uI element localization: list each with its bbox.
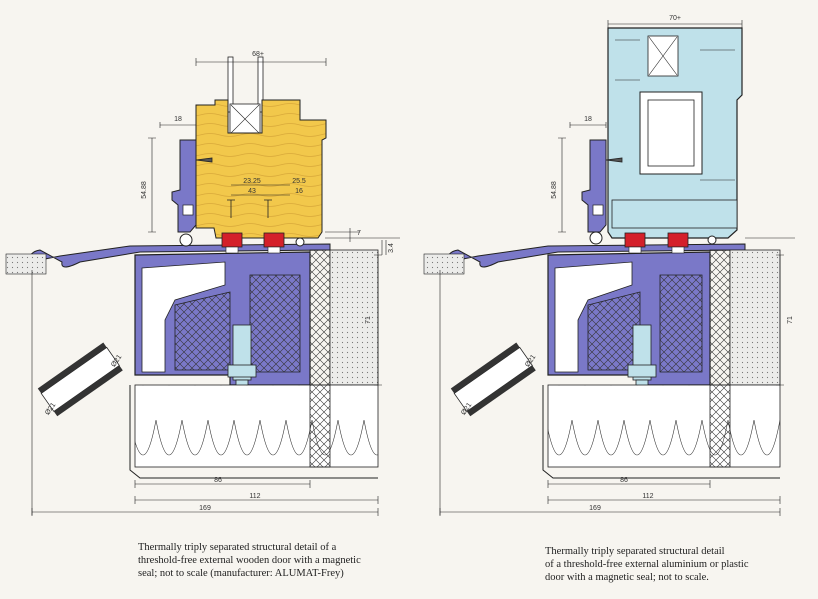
drainage-pipe xyxy=(450,342,536,417)
dim-base-86: 86 xyxy=(620,477,628,484)
insulation-layer xyxy=(547,384,781,468)
right-section-drawing: 70+ 18 54.88 71 86 112 169 Ø21 Ø21 xyxy=(423,15,795,516)
dim-threshold: 3.4 xyxy=(388,243,395,253)
caption-line: Thermally triply separated structural de… xyxy=(138,542,337,553)
dim-inner-b: 43 xyxy=(248,188,256,195)
dim-base-112: 112 xyxy=(642,493,653,500)
dim-inner-d: 16 xyxy=(295,188,303,195)
insulation-layer xyxy=(134,384,379,468)
dim-base-86: 86 xyxy=(214,477,222,484)
caption-right: Thermally triply separated structural de… xyxy=(545,545,749,584)
caption-line: of a threshold-free external aluminium o… xyxy=(545,559,749,570)
dim-top-width: 68+ xyxy=(252,51,264,58)
dim-inner-c: 25.5 xyxy=(292,178,306,185)
left-section-drawing: 68+ 18 54.88 23.25 43 25.5 16 7 3.4 71 8… xyxy=(5,51,400,516)
dim-sill-offset: 18 xyxy=(174,116,182,123)
dim-gap: 7 xyxy=(357,230,361,237)
dim-pipe-inner: Ø21 xyxy=(524,354,537,369)
dim-top-width: 70+ xyxy=(669,15,681,22)
magnetic-seal xyxy=(624,232,689,254)
dim-base-112: 112 xyxy=(249,493,260,500)
caption-left: Thermally triply separated structural de… xyxy=(138,541,361,580)
aluminium-frame-profile xyxy=(171,139,197,233)
dim-depth: 71 xyxy=(787,316,794,324)
dim-base-169: 169 xyxy=(199,505,211,512)
wooden-door-frame xyxy=(195,99,327,239)
caption-line: door with a magnetic seal; not to scale. xyxy=(545,572,709,583)
threshold-plate xyxy=(447,243,746,268)
dim-frame-height: 54.88 xyxy=(141,181,148,199)
glass-pane xyxy=(227,56,264,135)
threshold-plate xyxy=(29,243,331,268)
caption-line: threshold-free external wooden door with… xyxy=(138,555,361,566)
caption-line: Thermally triply separated structural de… xyxy=(545,546,725,557)
gasket xyxy=(179,233,193,247)
dim-base-169: 169 xyxy=(589,505,601,512)
dim-inner-a: 23.25 xyxy=(243,178,261,185)
dim-depth: 71 xyxy=(365,316,372,324)
gasket xyxy=(589,231,603,245)
dim-sill-offset: 18 xyxy=(584,116,592,123)
screw xyxy=(195,157,272,218)
caption-line: seal; not to scale (manufacturer: ALUMAT… xyxy=(138,568,344,579)
drainage-pipe xyxy=(37,342,123,417)
magnetic-seal xyxy=(221,232,285,254)
dim-frame-height: 54.88 xyxy=(551,181,558,199)
aluminium-frame-profile xyxy=(581,139,607,233)
